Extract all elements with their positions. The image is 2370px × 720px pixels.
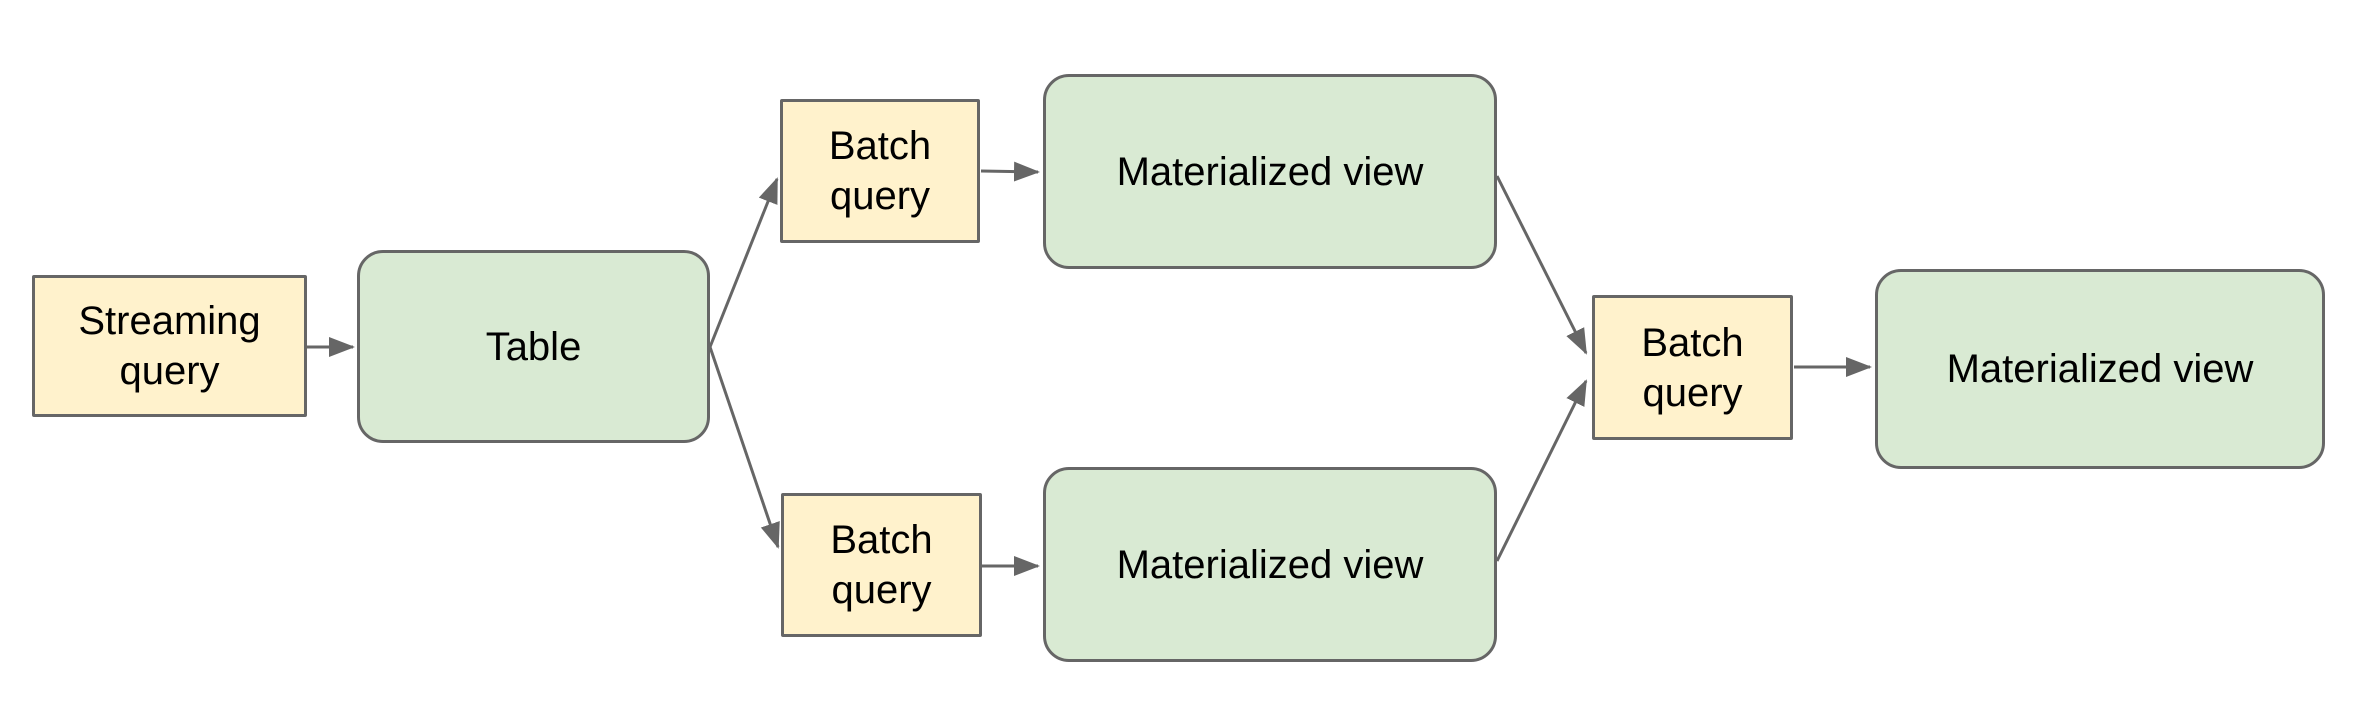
edge-materialized-view-top-to-batch-query-final: [1495, 175, 1588, 355]
node-streaming-query: Streaming query: [32, 275, 307, 417]
node-table: Table: [357, 250, 710, 443]
node-materialized-view-top: Materialized view: [1043, 74, 1497, 269]
node-batch-query-final: Batch query: [1592, 295, 1793, 440]
edge-materialized-view-bottom-to-batch-query-final: [1495, 379, 1588, 562]
node-label: Streaming query: [78, 299, 261, 393]
node-materialized-view-bottom: Materialized view: [1043, 467, 1497, 662]
node-label: Table: [485, 324, 582, 369]
node-batch-query-top: Batch query: [780, 99, 980, 243]
node-label: Batch query: [1641, 320, 1744, 415]
edge-batch-query-top-to-materialized-view-top: [980, 161, 1040, 182]
node-batch-query-bottom: Batch query: [781, 493, 982, 637]
node-label: Materialized view: [1116, 542, 1424, 587]
node-label: Batch query: [828, 124, 932, 218]
node-materialized-view-final: Materialized view: [1875, 269, 2325, 469]
node-label: Batch query: [830, 518, 933, 612]
node-label: Materialized view: [1946, 347, 2254, 391]
edge-table-to-batch-query-bottom: [708, 346, 780, 549]
edge-table-to-batch-query-top: [708, 177, 779, 348]
node-label: Materialized view: [1116, 149, 1424, 194]
